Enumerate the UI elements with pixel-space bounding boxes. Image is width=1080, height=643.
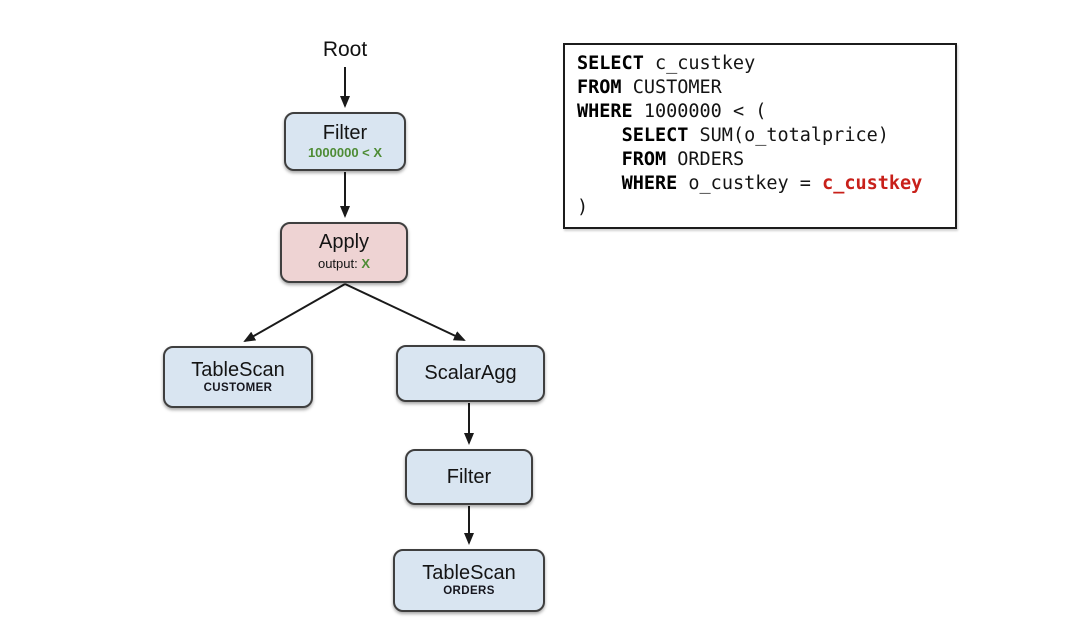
- node-subtitle-predicate: 1000000 < X: [307, 145, 383, 161]
- node-tablescan-customer: TableScan CUSTOMER: [163, 346, 313, 408]
- sql-text: 1000000 < (: [632, 101, 767, 122]
- node-title: TableScan: [191, 358, 285, 381]
- sql-line: WHERE o_custkey = c_custkey: [577, 172, 955, 196]
- output-prefix: output:: [317, 256, 362, 272]
- sql-line: WHERE 1000000 < (: [577, 100, 955, 124]
- node-title: ScalarAgg: [424, 362, 517, 384]
- sql-line: FROM CUSTOMER: [577, 76, 955, 100]
- sql-line: FROM ORDERS: [577, 148, 955, 172]
- sql-keyword: WHERE: [577, 101, 633, 122]
- sql-text: o_custkey =: [677, 173, 823, 194]
- sql-text: SUM(o_totalprice): [688, 125, 889, 146]
- output-variable: X: [361, 256, 371, 272]
- node-tablescan-orders: TableScan ORDERS: [393, 549, 545, 612]
- sql-indent: [577, 173, 622, 194]
- sql-keyword: WHERE: [621, 173, 678, 194]
- sql-highlight-correlated-column: c_custkey: [822, 173, 923, 194]
- sql-text: CUSTOMER: [621, 77, 722, 98]
- sql-line: SELECT SUM(o_totalprice): [577, 124, 955, 148]
- sql-keyword: SELECT: [621, 125, 689, 146]
- sql-keyword: FROM: [621, 149, 667, 170]
- node-subtitle-output: output: X: [318, 254, 370, 273]
- node-title: TableScan: [422, 562, 516, 585]
- root-label: Root: [322, 38, 368, 61]
- node-filter-outer: Filter 1000000 < X: [284, 112, 406, 171]
- sql-indent: [577, 125, 622, 146]
- sql-text: c_custkey: [643, 53, 756, 74]
- sql-line: ): [577, 196, 955, 220]
- node-subtitle-table: CUSTOMER: [203, 381, 273, 394]
- node-title: Filter: [322, 122, 368, 145]
- node-title: Apply: [318, 231, 370, 254]
- node-apply: Apply output: X: [280, 222, 408, 283]
- node-scalaragg: ScalarAgg: [396, 345, 545, 402]
- node-subtitle-table: ORDERS: [443, 585, 495, 598]
- sql-keyword: SELECT: [577, 53, 644, 74]
- sql-indent: [577, 149, 622, 170]
- sql-keyword: FROM: [577, 77, 622, 98]
- sql-query-box: SELECT c_custkey FROM CUSTOMER WHERE 100…: [563, 43, 957, 229]
- sql-text: ORDERS: [666, 149, 745, 170]
- sql-text: ): [577, 197, 589, 218]
- edge-apply-to-tablescan-customer: [243, 283, 346, 342]
- node-title: Filter: [446, 465, 492, 488]
- sql-line: SELECT c_custkey: [577, 52, 955, 76]
- node-filter-inner: Filter: [405, 449, 533, 505]
- edge-apply-to-scalaragg: [344, 283, 466, 341]
